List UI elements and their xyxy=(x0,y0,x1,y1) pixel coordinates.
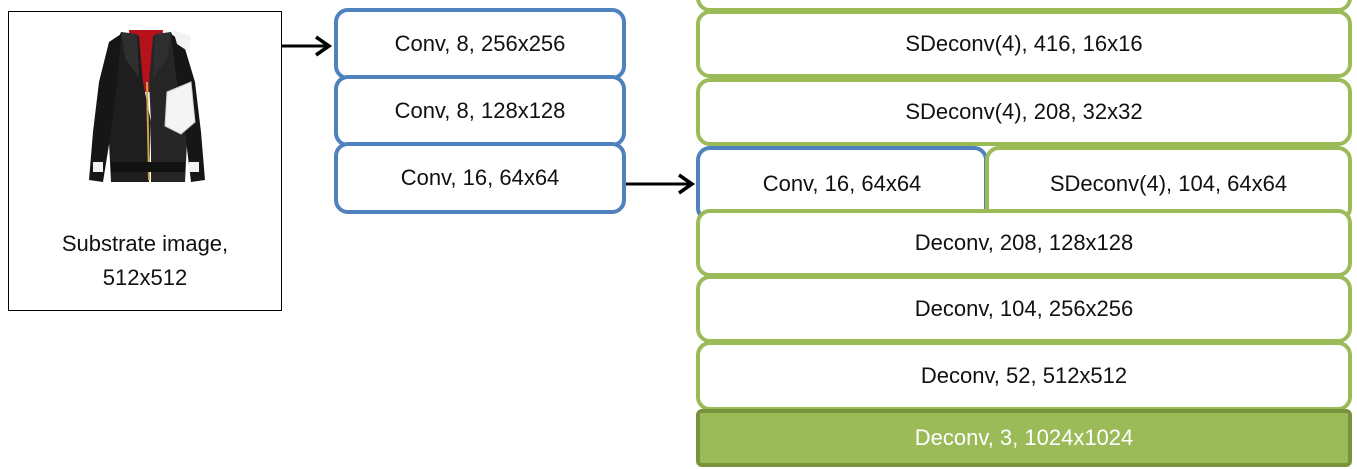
substrate-caption-line2: 512x512 xyxy=(102,265,188,290)
decoder-block-deconv-52: Deconv, 52, 512x512 xyxy=(696,341,1352,411)
decoder-block-deconv-208: Deconv, 208, 128x128 xyxy=(696,209,1352,277)
decoder-block-sdeconv-208: SDeconv(4), 208, 32x32 xyxy=(696,78,1352,146)
jacket-image xyxy=(81,22,211,202)
encoder-block-3-label: Conv, 16, 64x64 xyxy=(400,165,560,190)
decoder-block-deconv-104: Deconv, 104, 256x256 xyxy=(696,275,1352,343)
decoder-block-deconv-104-label: Deconv, 104, 256x256 xyxy=(914,296,1134,321)
arrow-encoder-to-decoder xyxy=(625,173,696,195)
decoder-block-sdeconv-416: SDeconv(4), 416, 16x16 xyxy=(696,10,1352,78)
substrate-caption: Substrate image, 512x512 xyxy=(9,227,281,295)
decoder-block-sdeconv-416-label: SDeconv(4), 416, 16x16 xyxy=(905,31,1143,56)
decoder-output-label: Deconv, 3, 1024x1024 xyxy=(914,425,1134,450)
jacket-illustration xyxy=(89,30,205,182)
decoder-block-sdeconv-208-label: SDeconv(4), 208, 32x32 xyxy=(905,99,1143,124)
substrate-image-panel: Substrate image, 512x512 xyxy=(8,11,282,311)
decoder-skip-conv-label: Conv, 16, 64x64 xyxy=(762,171,922,196)
decoder-block-deconv-208-label: Deconv, 208, 128x128 xyxy=(914,230,1134,255)
encoder-block-3: Conv, 16, 64x64 xyxy=(334,142,626,214)
encoder-block-2: Conv, 8, 128x128 xyxy=(334,75,626,147)
decoder-block-deconv-52-label: Deconv, 52, 512x512 xyxy=(920,363,1128,388)
arrow-substrate-to-encoder xyxy=(282,35,333,57)
decoder-block-sdeconv-104-label: SDeconv(4), 104, 64x64 xyxy=(1049,171,1288,196)
encoder-block-1: Conv, 8, 256x256 xyxy=(334,8,626,80)
encoder-block-2-label: Conv, 8, 128x128 xyxy=(394,98,566,123)
substrate-caption-line1: Substrate image, xyxy=(61,231,229,256)
decoder-output-block: Deconv, 3, 1024x1024 xyxy=(696,409,1352,467)
encoder-block-1-label: Conv, 8, 256x256 xyxy=(394,31,566,56)
